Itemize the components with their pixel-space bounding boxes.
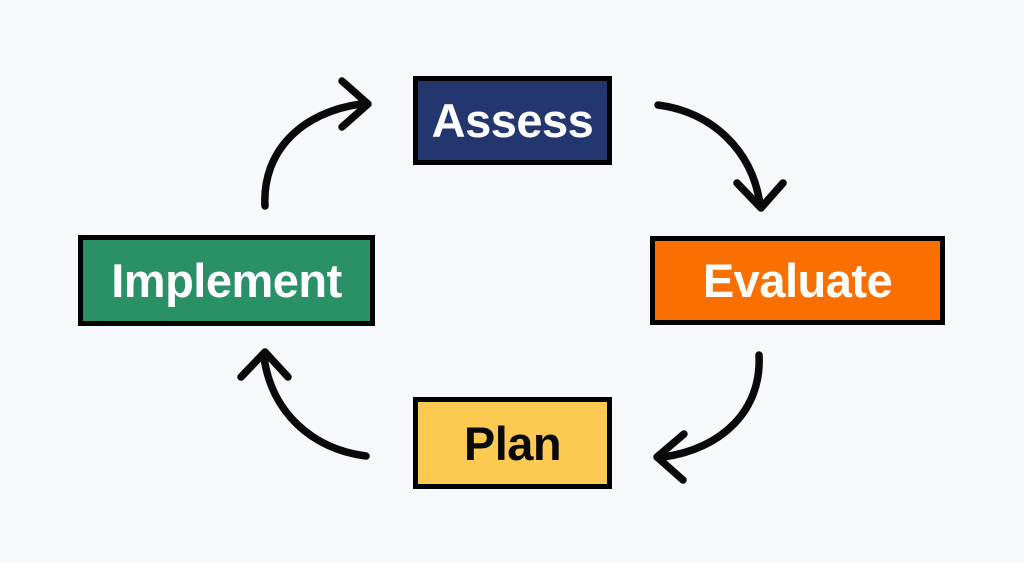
node-implement-label: Implement xyxy=(111,254,342,307)
arrow-implement-to-assess xyxy=(261,77,372,210)
node-evaluate-label: Evaluate xyxy=(702,254,893,307)
arrow-assess-to-evaluate xyxy=(654,101,787,212)
arrow-evaluate-to-plan xyxy=(653,351,763,484)
node-plan[interactable]: Plan xyxy=(413,397,612,489)
arrow-plan-to-implement xyxy=(237,348,370,460)
node-implement[interactable]: Implement xyxy=(78,235,375,326)
node-assess-label: Assess xyxy=(431,94,594,147)
node-evaluate[interactable]: Evaluate xyxy=(650,236,945,325)
node-assess[interactable]: Assess xyxy=(413,76,612,165)
node-plan-label: Plan xyxy=(463,416,562,470)
